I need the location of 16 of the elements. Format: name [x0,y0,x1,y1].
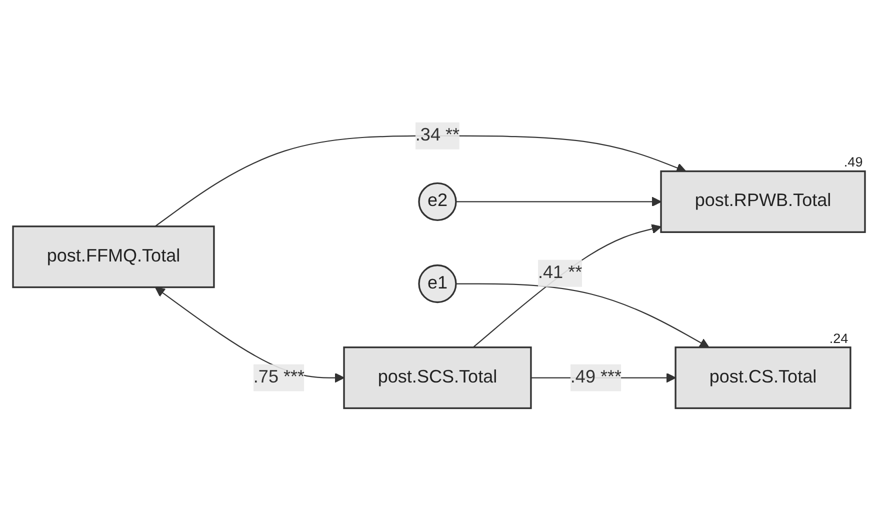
r-squared-value: .49 [844,154,863,170]
arrow [456,283,710,348]
error-term-circle: e1 [418,264,457,304]
edge-label: .41 ** [538,263,582,282]
edge-label: .34 ** [415,126,460,145]
arrow [472,224,662,348]
error-term-circle: e2 [418,182,457,222]
edge-label: .49 *** [570,368,622,387]
arrow [456,196,662,207]
arrow [154,135,686,227]
variable-box: post.RPWB.Total [660,170,866,233]
variable-box: post.SCS.Total [343,346,532,410]
edge-label: .75 *** [253,368,305,387]
variable-box: post.CS.Total [674,346,852,410]
variable-box: post.FFMQ.Total [12,226,215,288]
r-squared-value: .24 [829,330,848,346]
